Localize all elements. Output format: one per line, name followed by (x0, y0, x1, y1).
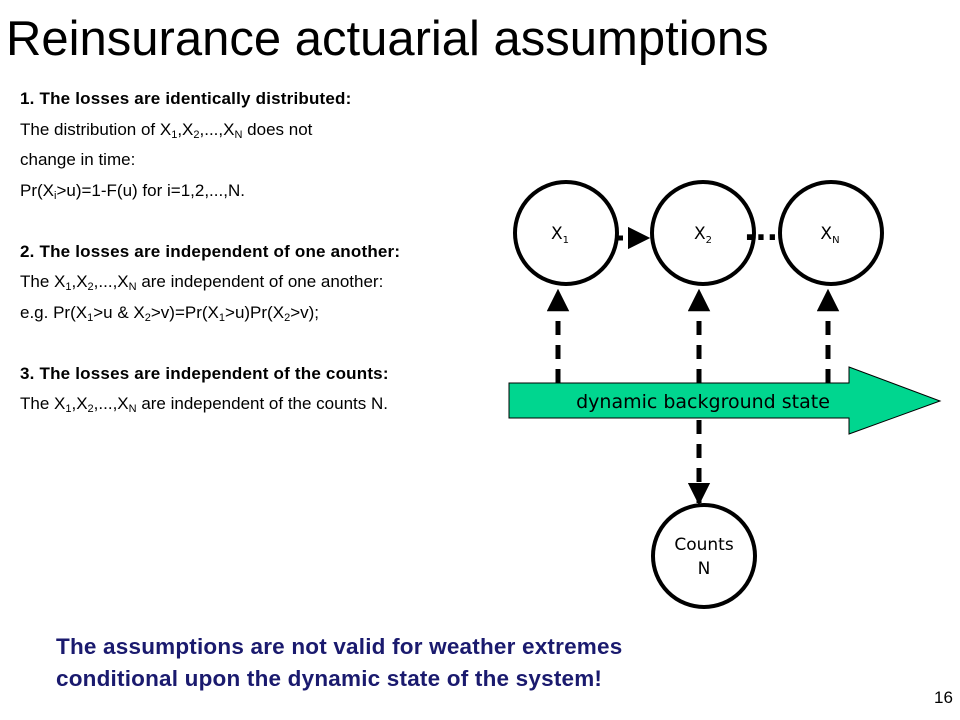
conclusion-line: The assumptions are not valid for weathe… (56, 634, 623, 659)
conclusion-line: conditional upon the dynamic state of th… (56, 666, 603, 691)
assumption-1-line: change in time: (20, 150, 136, 169)
node-counts (651, 503, 757, 609)
counts-label-line1: Counts (674, 535, 733, 555)
assumption-2-line: The X1,X2,...,XN are independent of one … (20, 272, 384, 293)
node-x2 (650, 180, 756, 286)
node-x1 (513, 180, 619, 286)
ellipsis: ... (744, 213, 778, 248)
conclusion: The assumptions are not valid for weathe… (56, 631, 622, 695)
page-number: 16 (934, 688, 953, 707)
node-xn (778, 180, 884, 286)
slide-title: Reinsurance actuarial assumptions (6, 12, 769, 66)
assumption-3-line: The X1,X2,...,XN are independent of the … (20, 394, 388, 415)
dynamic-state-label: dynamic background state (576, 391, 830, 413)
node-xn-label: XN (820, 224, 839, 246)
assumption-3-heading: 3. The losses are independent of the cou… (20, 363, 389, 383)
assumption-1-line: The distribution of X1,X2,...,XN does no… (20, 119, 313, 141)
counts-label-line2: N (698, 559, 711, 579)
assumption-2-heading: 2. The losses are independent of one ano… (20, 241, 401, 261)
assumptions-text: 1. The losses are identically distribute… (20, 84, 490, 420)
assumption-1-line: Pr(Xi>u)=1-F(u) for i=1,2,...,N. (20, 180, 245, 202)
assumption-1-heading: 1. The losses are identically distribute… (20, 89, 352, 108)
assumption-2-line: e.g. Pr(X1>u & X2>v)=Pr(X1>u)Pr(X2>v); (20, 302, 319, 324)
node-x2-label: X2 (694, 224, 712, 246)
dynamic-state-arrow (508, 366, 942, 435)
node-x1-label: X1 (551, 224, 569, 246)
